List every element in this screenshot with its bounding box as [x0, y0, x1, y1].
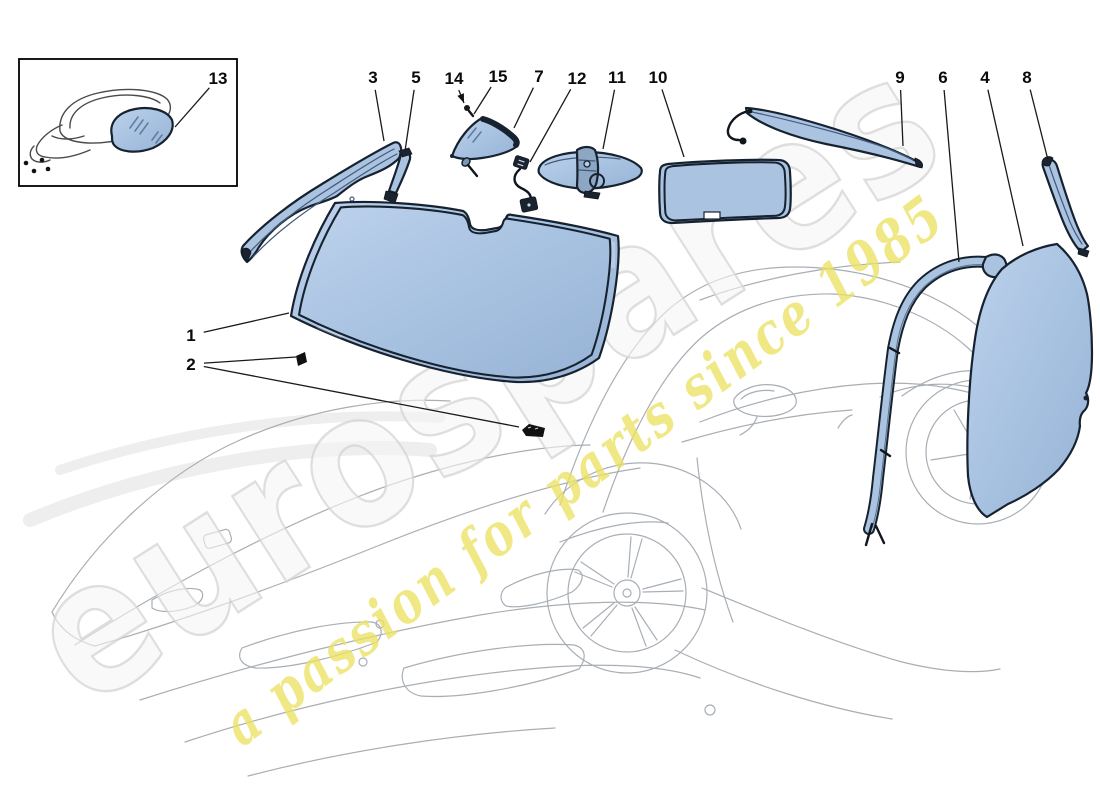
leader-line-8 — [1029, 89, 1049, 161]
line-art-segment — [567, 533, 687, 653]
door-window-glass[interactable] — [966, 242, 1094, 519]
line-art-segment — [559, 266, 796, 506]
line-art-segment — [51, 611, 96, 647]
door-mirror-glass[interactable] — [110, 106, 174, 153]
interior-rearview-mirror[interactable] — [537, 145, 643, 200]
line-art-segment — [39, 157, 45, 163]
line-art-segment — [704, 704, 716, 716]
car-door-mirror — [733, 384, 797, 418]
line-art-segment — [602, 293, 834, 513]
windscreen-clip-b[interactable] — [522, 424, 545, 437]
leader-line-10 — [661, 89, 685, 158]
fastener-pin[interactable] — [460, 156, 479, 178]
line-art-segment — [23, 441, 437, 527]
callout-label-5[interactable]: 5 — [411, 68, 420, 87]
line-art-segment — [94, 467, 641, 647]
leader-line-4 — [987, 89, 1024, 247]
line-art-segment — [51, 135, 85, 140]
callout-label-11[interactable]: 11 — [608, 68, 626, 87]
mirror-inset-panel — [18, 58, 238, 187]
line-art-segment — [239, 621, 382, 669]
front-wheel — [544, 462, 742, 674]
line-art-segment — [559, 521, 669, 543]
line-art-segment — [696, 457, 734, 623]
callout-label-13[interactable]: 13 — [209, 69, 228, 88]
line-art-segment — [546, 512, 708, 674]
leader-line-2 — [203, 365, 520, 428]
line-art-segment — [23, 160, 29, 166]
line-art-segment — [29, 145, 51, 163]
callout-label-9[interactable]: 9 — [895, 68, 904, 87]
line-art-segment — [35, 124, 91, 159]
line-art-segment — [699, 261, 901, 301]
leader-line-11 — [602, 89, 616, 150]
line-art-segment — [375, 619, 385, 629]
mirror-housing-art — [23, 88, 172, 174]
leader-line-9 — [899, 89, 904, 147]
line-art-segment — [51, 399, 451, 613]
callout-label-12[interactable]: 12 — [568, 69, 587, 88]
engine-cover-screen[interactable] — [726, 106, 923, 169]
fixing-screw[interactable] — [464, 105, 475, 118]
callout-label-3[interactable]: 3 — [368, 68, 377, 87]
callout-label-14[interactable]: 14 — [445, 69, 464, 88]
callout-label-7[interactable]: 7 — [534, 67, 543, 86]
leader-line-5 — [404, 89, 415, 152]
line-art-segment — [681, 409, 853, 443]
windscreen-upper-moulding[interactable] — [240, 141, 403, 264]
leader-line-13 — [174, 87, 210, 128]
bonnet-emblem — [202, 528, 233, 549]
leader-line-7 — [513, 87, 534, 129]
leader-line-15 — [473, 86, 492, 115]
leader-line-2 — [203, 356, 297, 364]
rear-screen-panel[interactable] — [658, 158, 792, 225]
line-art-segment — [74, 444, 591, 646]
leader-line-1 — [203, 312, 290, 333]
line-art-segment — [674, 649, 893, 720]
line-art-segment — [59, 88, 172, 144]
line-art-segment — [574, 536, 684, 647]
leader-line-12 — [529, 88, 572, 163]
line-art-segment — [739, 416, 758, 436]
leader-line-6 — [943, 89, 960, 263]
leader-arrowhead-14 — [457, 93, 464, 103]
line-art-segment — [837, 414, 853, 429]
callout-label-2[interactable]: 2 — [186, 355, 195, 374]
line-art-segment — [544, 462, 742, 530]
quarter-window-channel[interactable] — [1041, 156, 1090, 258]
callout-label-1[interactable]: 1 — [186, 326, 195, 345]
callout-label-6[interactable]: 6 — [938, 68, 947, 87]
line-art-segment — [358, 657, 368, 667]
windscreen-pillar-trim[interactable] — [383, 147, 413, 204]
line-art-segment — [45, 166, 51, 172]
headlight-outline — [500, 568, 583, 608]
callout-label-15[interactable]: 15 — [489, 67, 508, 86]
line-art-segment — [184, 664, 701, 743]
windscreen-clip-a[interactable] — [296, 352, 307, 366]
mirror-wiring-cable[interactable] — [512, 155, 539, 213]
front-quarter-glass[interactable] — [450, 116, 520, 161]
line-art-segment — [55, 411, 445, 475]
line-art-segment — [613, 579, 641, 607]
callout-label-10[interactable]: 10 — [649, 68, 668, 87]
line-art-segment — [18, 58, 1094, 547]
line-art-segment — [622, 588, 632, 598]
callout-label-8[interactable]: 8 — [1022, 68, 1031, 87]
door-window-run-channel[interactable] — [863, 253, 1008, 547]
line-art-segment — [701, 587, 1001, 673]
callout-label-4[interactable]: 4 — [980, 68, 990, 87]
line-art-segment — [151, 587, 204, 613]
line-art-segment — [247, 727, 556, 777]
leader-line-3 — [374, 89, 385, 142]
line-art-segment — [139, 601, 706, 701]
line-art-segment — [69, 94, 161, 129]
line-art-segment — [31, 168, 37, 174]
line-art-segment — [401, 643, 585, 698]
line-art-segment — [740, 389, 775, 400]
car-body-line-art — [23, 261, 1059, 777]
